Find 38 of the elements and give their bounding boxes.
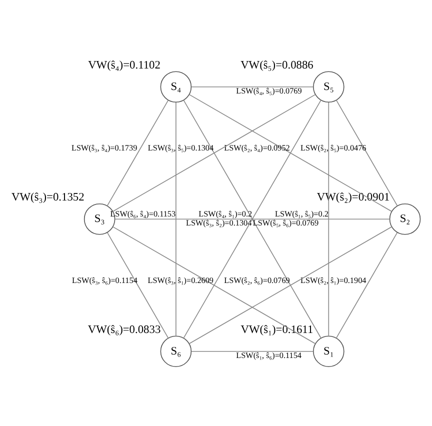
node-label: VW(ŝ₅)=0.0886 xyxy=(240,59,314,72)
node-circle: S₁ xyxy=(313,336,344,368)
edge-label: LSW(ŝ₂, ŝ₅)=0.0476 xyxy=(300,144,366,153)
edge-label: LSW(ŝ₃, ŝ₄)=0.1739 xyxy=(71,144,138,153)
edge-label: LSW(ŝ₂, ŝ₁)=0.1904 xyxy=(300,276,366,285)
edge-label: LSW(ŝ₁, ŝ₆)=0.1154 xyxy=(236,350,302,360)
connector xyxy=(191,350,314,352)
node-label: VW(ŝ₆)=0.0833 xyxy=(88,324,161,336)
edge-label: LSW(ŝ₂, ŝ₄)=0.0952 xyxy=(224,144,290,153)
connector xyxy=(114,218,390,220)
node-circle: S₅ xyxy=(313,71,344,103)
edge-label: LSW(ŝ₂, ŝ₆)=0.0769 xyxy=(224,276,290,285)
connector xyxy=(328,102,330,336)
node-label: VW(ŝ₃)=0.1352 xyxy=(12,192,84,204)
connector xyxy=(191,86,314,88)
edge-label: LSW(ŝ₃, ŝ₅)=0.1304 xyxy=(148,144,214,153)
node-label: VW(ŝ₂)=0.0901 xyxy=(316,192,390,204)
node-label: VW(ŝ₄)=0.1102 xyxy=(88,59,160,72)
connector xyxy=(106,232,169,338)
connector xyxy=(183,100,322,338)
node-label: VW(ŝ₁)=0.1611 xyxy=(240,324,314,336)
edge-label: LSW(ŝ₄, ŝ₅)=0.0769 xyxy=(236,86,302,96)
connector xyxy=(106,100,169,206)
connector xyxy=(336,232,398,338)
connector xyxy=(189,94,392,212)
connector xyxy=(112,94,316,212)
edge-label: LSW(ŝ₄, ŝ₁)=0.2 xyxy=(198,210,252,219)
node-circle: S₆ xyxy=(160,336,192,368)
edge-label: LSW(ŝ₃, ŝ₁)=0.2609 xyxy=(148,276,214,285)
edge-label: LSW(ŝ₃, ŝ₂)=0.1304 xyxy=(186,218,252,228)
connector xyxy=(189,226,392,344)
edge-label: LSW(ŝ₃, ŝ₆)=0.1154 xyxy=(72,276,138,285)
edge-label: LSW(ŝ₁, ŝ₅)=0.2 xyxy=(275,210,328,219)
connector xyxy=(112,226,316,344)
connector xyxy=(336,100,398,206)
node-circle: S₄ xyxy=(160,71,192,103)
node-circle: S₂ xyxy=(389,203,421,235)
edge-label: LSW(ŝ₅, ŝ₆)=0.0769 xyxy=(252,218,319,228)
